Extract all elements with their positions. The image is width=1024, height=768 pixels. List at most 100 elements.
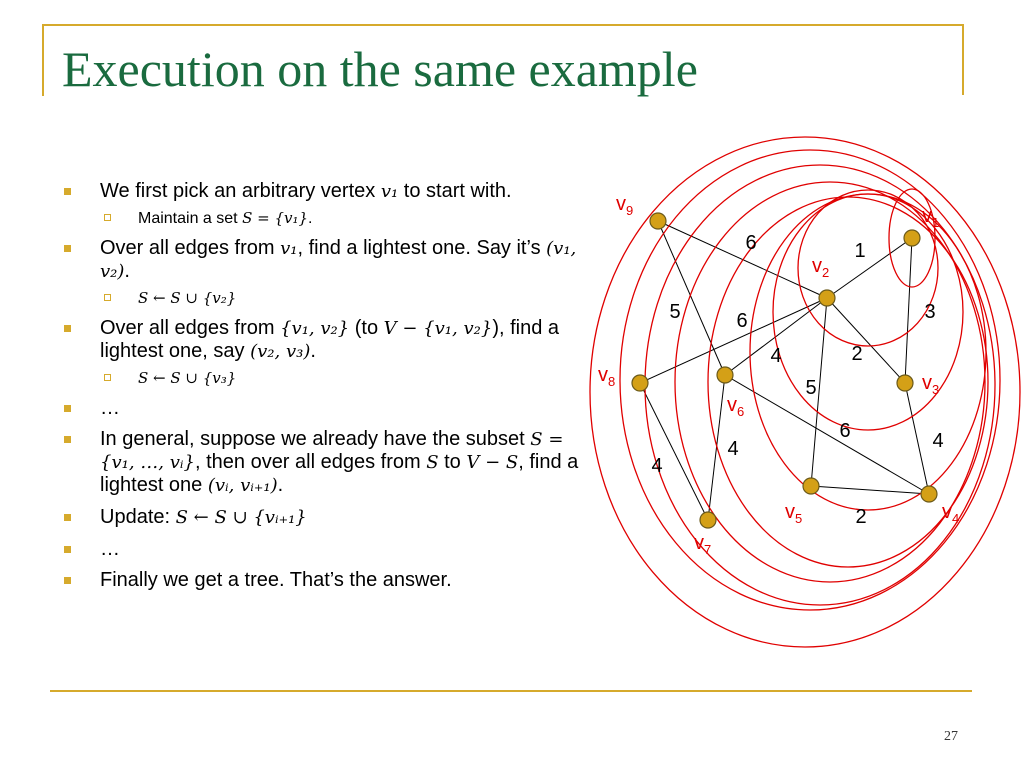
bullet-item: In general, suppose we already have the …	[62, 428, 602, 497]
footer-rule	[50, 690, 972, 692]
edge-weight-label: 4	[770, 345, 781, 367]
page-number: 27	[944, 729, 958, 744]
bullet-list: We first pick an arbitrary vertex v₁ to …	[62, 180, 602, 600]
vertex-v6	[716, 366, 734, 384]
bullet-text: Finally we get a tree. That’s the answer…	[100, 569, 452, 591]
math-expression: S	[426, 452, 439, 473]
vertex-label-v3: v3	[922, 372, 939, 397]
edge-weight-label: 4	[932, 430, 943, 452]
bullet-text: …	[100, 397, 120, 419]
bullet-text: …	[100, 538, 120, 560]
bullet-text: , then over all edges from	[194, 451, 427, 473]
frame-left-rule	[42, 24, 44, 96]
square-bullet-icon	[64, 514, 71, 521]
sub-bullet-item: S ← S ∪ {v₂}	[62, 289, 602, 308]
edge-weight-label: 6	[745, 232, 756, 254]
math-expression: v₁	[380, 181, 399, 202]
vertex-label-v1: v1	[922, 205, 939, 230]
bullet-item: …	[62, 397, 602, 419]
math-expression: (vᵢ, vᵢ₊₁)	[207, 475, 278, 496]
bullet-text: (to	[349, 317, 384, 339]
hollow-square-bullet-icon	[104, 374, 111, 381]
square-bullet-icon	[64, 577, 71, 584]
bullet-text: .	[310, 340, 316, 362]
square-bullet-icon	[64, 325, 71, 332]
vertex-label-v8: v8	[598, 364, 615, 389]
vertex-label-v2: v2	[812, 255, 829, 280]
set-boundary-circle	[619, 149, 1001, 611]
edge-weight-label: 2	[851, 343, 862, 365]
vertex-v2	[818, 289, 836, 307]
math-expression: S = {v₁}	[242, 209, 309, 227]
bullet-item: Update: S ← S ∪ {vᵢ₊₁}	[62, 506, 602, 529]
math-expression: {v₁, v₂}	[280, 318, 350, 339]
edge-weight-label: 3	[924, 301, 935, 323]
bullet-item: Over all edges from {v₁, v₂} (to V − {v₁…	[62, 317, 602, 363]
set-boundary-circle	[707, 196, 989, 568]
math-expression: (v₂, v₃)	[250, 341, 311, 362]
edge-v5-v4	[810, 485, 930, 495]
bullet-text: .	[308, 210, 313, 227]
square-bullet-icon	[64, 245, 71, 252]
bullet-text: , find a lightest one	[100, 451, 579, 496]
math-expression: S ← S ∪ {v₂}	[138, 289, 237, 307]
edge-v2-v3	[826, 297, 906, 384]
bullet-item: Over all edges from v₁, find a lightest …	[62, 237, 602, 283]
math-expression: V − {v₁, v₂}	[383, 318, 493, 339]
hollow-square-bullet-icon	[104, 214, 111, 221]
math-expression: S ← S ∪ {vᵢ₊₁}	[175, 507, 307, 528]
bullet-item: Finally we get a tree. That’s the answer…	[62, 569, 602, 591]
edge-weight-label: 1	[854, 240, 865, 262]
vertex-v4	[920, 485, 938, 503]
set-boundary-circle	[749, 193, 987, 511]
vertex-label-v5: v5	[785, 501, 802, 526]
edge-weight-label: 4	[651, 455, 662, 477]
bullet-text: In general, suppose we already have the …	[100, 428, 531, 450]
square-bullet-icon	[64, 436, 71, 443]
math-expression: S ← S ∪ {v₃}	[138, 369, 237, 387]
bullet-text: Over all edges from	[100, 317, 281, 339]
edge-v1-v2	[826, 237, 913, 299]
edge-weight-label: 6	[839, 420, 850, 442]
vertex-label-v7: v7	[694, 532, 711, 557]
vertex-v8	[631, 374, 649, 392]
math-expression: V − S	[466, 452, 519, 473]
bullet-text: .	[277, 474, 284, 496]
edge-weight-label: 6	[736, 310, 747, 332]
vertex-v5	[802, 477, 820, 495]
frame-top-rule	[42, 24, 964, 26]
vertex-label-v9: v9	[616, 193, 633, 218]
bullet-text: Over all edges from	[100, 237, 281, 259]
vertex-label-v6: v6	[727, 394, 744, 419]
vertex-v1	[903, 229, 921, 247]
set-boundary-circle	[888, 188, 936, 288]
hollow-square-bullet-icon	[104, 294, 111, 301]
math-expression: (v₁, v₂)	[100, 238, 577, 282]
math-expression: S = {v₁, …, vᵢ}	[100, 429, 564, 473]
edge-v8-v7	[639, 382, 709, 521]
edge-weight-label: 5	[669, 301, 680, 323]
bullet-text: We first pick an arbitrary vertex	[100, 180, 381, 202]
edge-v9-v6	[657, 220, 726, 376]
math-expression: v₁	[280, 238, 298, 259]
bullet-text: to start with.	[398, 180, 512, 202]
square-bullet-icon	[64, 405, 71, 412]
vertex-v7	[699, 511, 717, 529]
edge-weight-label: 4	[727, 438, 738, 460]
set-boundary-circle	[674, 181, 986, 583]
vertex-label-v4: v4	[942, 501, 959, 526]
vertex-v3	[896, 374, 914, 392]
bullet-item: We first pick an arbitrary vertex v₁ to …	[62, 180, 602, 203]
set-boundary-circle	[797, 189, 939, 347]
set-boundary-circle	[589, 136, 1021, 648]
bullet-text: Update:	[100, 506, 176, 528]
edge-weight-label: 2	[855, 506, 866, 528]
edge-v2-v8	[639, 297, 828, 384]
sub-bullet-item: Maintain a set S = {v₁}.	[62, 209, 602, 228]
slide-title: Execution on the same example	[62, 41, 698, 97]
square-bullet-icon	[64, 188, 71, 195]
bullet-text: .	[124, 260, 130, 282]
vertex-v9	[649, 212, 667, 230]
